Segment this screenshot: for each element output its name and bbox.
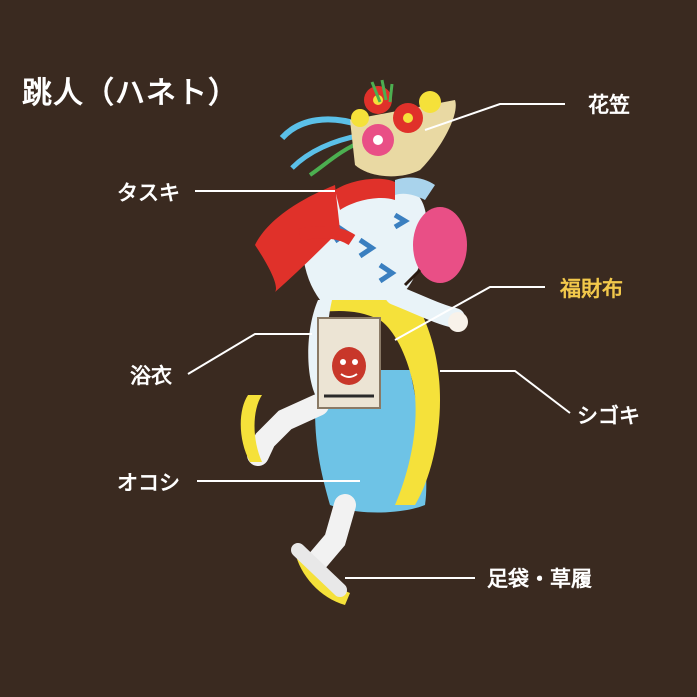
tabi	[291, 543, 347, 597]
tasuki-bow	[255, 185, 340, 292]
label-tabi-zori: 足袋・草履	[487, 567, 592, 591]
label-hanagasa: 花笠	[588, 93, 630, 117]
fan-icon	[403, 207, 467, 287]
tasuki-tail	[298, 226, 356, 246]
label-shigoki: シゴキ	[577, 404, 640, 428]
diagram-title: 跳人（ハネト）	[22, 76, 239, 111]
neck-scarf	[395, 177, 435, 200]
front-leg	[307, 494, 356, 571]
hat-ribbon	[279, 116, 361, 141]
label-okoshi: オコシ	[117, 471, 180, 495]
leader-yukata	[187, 333, 312, 375]
hand	[448, 312, 468, 332]
leader-shigoki	[440, 370, 571, 414]
shigoki-sash	[322, 286, 440, 505]
back-leg	[247, 394, 329, 466]
label-fukuzaifu: 福財布	[560, 277, 623, 301]
label-tasuki: タスキ	[117, 181, 180, 205]
fukuzaifu-purse	[317, 317, 381, 409]
oni-face-icon	[332, 347, 366, 385]
flower-hat-icon	[350, 79, 456, 177]
leader-hanagasa	[424, 103, 565, 131]
leader-fukuzaifu	[394, 286, 545, 341]
leader-lines	[187, 103, 571, 579]
tasuki-band	[335, 178, 395, 210]
back-zori	[240, 395, 262, 462]
label-yukata: 浴衣	[130, 364, 172, 388]
